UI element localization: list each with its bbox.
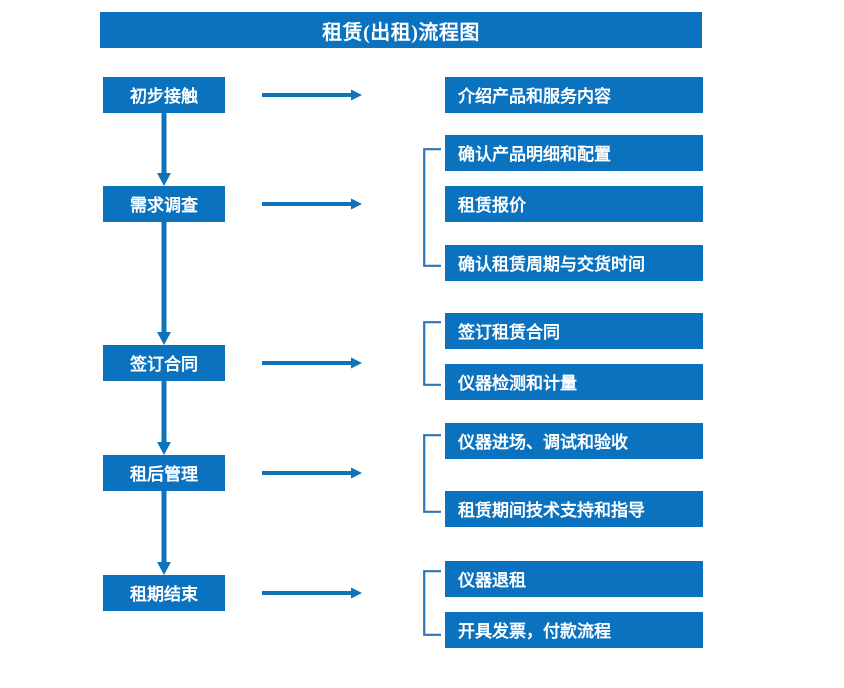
detail-box-3-2[interactable]: 仪器检测和计量: [445, 364, 703, 400]
detail-box-label: 仪器进场、调试和验收: [458, 433, 628, 452]
group-bracket-5: [423, 570, 441, 636]
vertical-arrow-4: [157, 491, 171, 575]
horizontal-arrow-5: [262, 587, 362, 599]
stage-box-label: 签订合同: [130, 355, 198, 374]
group-bracket-2: [423, 148, 441, 267]
detail-box-5-1[interactable]: 仪器退租: [445, 561, 703, 597]
detail-box-5-2[interactable]: 开具发票，付款流程: [445, 612, 703, 648]
horizontal-arrow-2: [262, 198, 362, 210]
detail-box-label: 仪器退租: [458, 571, 526, 590]
group-bracket-4: [423, 434, 441, 513]
vertical-arrow-3: [157, 381, 171, 455]
detail-box-label: 租赁报价: [458, 196, 526, 215]
stage-box-label: 租期结束: [130, 585, 198, 604]
stage-box-label: 租后管理: [130, 465, 198, 484]
stage-box-label: 初步接触: [130, 87, 198, 106]
detail-box-label: 确认租赁周期与交货时间: [458, 255, 645, 274]
detail-box-1-1[interactable]: 介绍产品和服务内容: [445, 77, 703, 113]
detail-box-4-1[interactable]: 仪器进场、调试和验收: [445, 423, 703, 459]
detail-box-label: 确认产品明细和配置: [458, 145, 611, 164]
horizontal-arrow-1: [262, 89, 362, 101]
stage-box-label: 需求调查: [130, 196, 198, 215]
detail-box-2-2[interactable]: 租赁报价: [445, 186, 703, 222]
stage-box-3[interactable]: 签订合同: [103, 345, 225, 381]
stage-box-5[interactable]: 租期结束: [103, 575, 225, 611]
detail-box-2-3[interactable]: 确认租赁周期与交货时间: [445, 245, 703, 281]
vertical-arrow-2: [157, 222, 171, 345]
detail-box-label: 签订租赁合同: [458, 323, 560, 342]
detail-box-4-2[interactable]: 租赁期间技术支持和指导: [445, 491, 703, 527]
detail-box-label: 介绍产品和服务内容: [458, 87, 611, 106]
detail-box-2-1[interactable]: 确认产品明细和配置: [445, 135, 703, 171]
detail-box-label: 租赁期间技术支持和指导: [458, 501, 645, 520]
page-title: 租赁(出租)流程图: [100, 12, 702, 48]
stage-box-2[interactable]: 需求调查: [103, 186, 225, 222]
detail-box-label: 仪器检测和计量: [458, 374, 577, 393]
stage-box-1[interactable]: 初步接触: [103, 77, 225, 113]
stage-box-4[interactable]: 租后管理: [103, 455, 225, 491]
group-bracket-3: [423, 321, 441, 386]
detail-box-3-1[interactable]: 签订租赁合同: [445, 313, 703, 349]
horizontal-arrow-4: [262, 467, 362, 479]
horizontal-arrow-3: [262, 357, 362, 369]
vertical-arrow-1: [157, 113, 171, 186]
detail-box-label: 开具发票，付款流程: [458, 622, 611, 641]
